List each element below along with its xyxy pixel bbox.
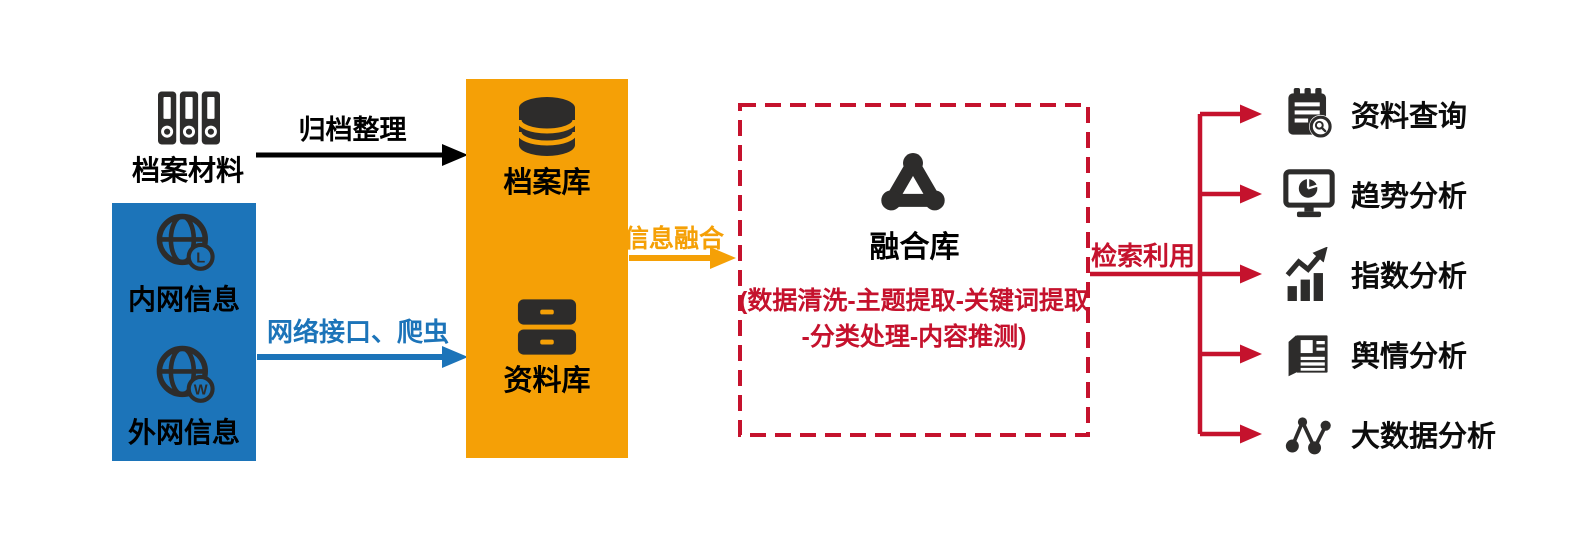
output-item-opinion-analysis: 舆情分析 — [1282, 326, 1467, 382]
retrieval-flow-label: 检索利用 — [1090, 241, 1195, 271]
network-flow-label: 网络接口、爬虫 — [266, 317, 449, 347]
output-label: 舆情分析 — [1351, 341, 1468, 373]
scatter-network-icon — [1282, 407, 1336, 461]
intranet-label: 内网信息 — [127, 284, 240, 315]
output-item-index-analysis: 指数分析 — [1282, 246, 1467, 302]
fusion-box: 融合库 (数据清洗-主题提取-关键词提取 -分类处理-内容推测) — [739, 105, 1089, 435]
archive-db-label: 档案库 — [503, 167, 591, 199]
storage-box: 档案库 资料库 — [466, 79, 628, 458]
database-icon — [515, 95, 579, 158]
archive-flow-label: 归档整理 — [298, 115, 407, 145]
fusion-icon — [880, 152, 946, 214]
fusion-db-label: 融合库 — [869, 231, 960, 264]
web-sources-box: L 内网信息 W 外网信息 — [112, 203, 256, 461]
output-label: 大数据分析 — [1351, 421, 1497, 453]
fusion-flow-label: 信息融合 — [623, 225, 724, 253]
globe-extranet-icon: W — [153, 343, 219, 409]
output-label: 资料查询 — [1351, 101, 1468, 133]
archive-materials-label: 档案材料 — [131, 155, 244, 186]
server-icon — [516, 299, 578, 356]
output-item-data-query: 资料查询 — [1282, 86, 1467, 142]
fusion-process-line1: (数据清洗-主题提取-关键词提取 — [739, 287, 1089, 315]
monitor-pie-icon — [1282, 167, 1336, 221]
intranet-badge: L — [196, 250, 205, 266]
newspaper-icon — [1282, 327, 1336, 381]
output-label: 趋势分析 — [1351, 181, 1468, 213]
output-item-bigdata-analysis: 大数据分析 — [1282, 406, 1496, 462]
extranet-label: 外网信息 — [127, 417, 240, 448]
globe-intranet-icon: L — [153, 211, 219, 277]
data-db-label: 资料库 — [503, 365, 591, 397]
output-item-trend-analysis: 趋势分析 — [1282, 166, 1467, 222]
binders-icon — [158, 88, 220, 148]
output-label: 指数分析 — [1351, 261, 1468, 293]
index-chart-icon — [1282, 247, 1336, 301]
notepad-search-icon — [1282, 87, 1336, 141]
fusion-process-line2: -分类处理-内容推测) — [801, 323, 1027, 351]
extranet-badge: W — [194, 382, 208, 398]
